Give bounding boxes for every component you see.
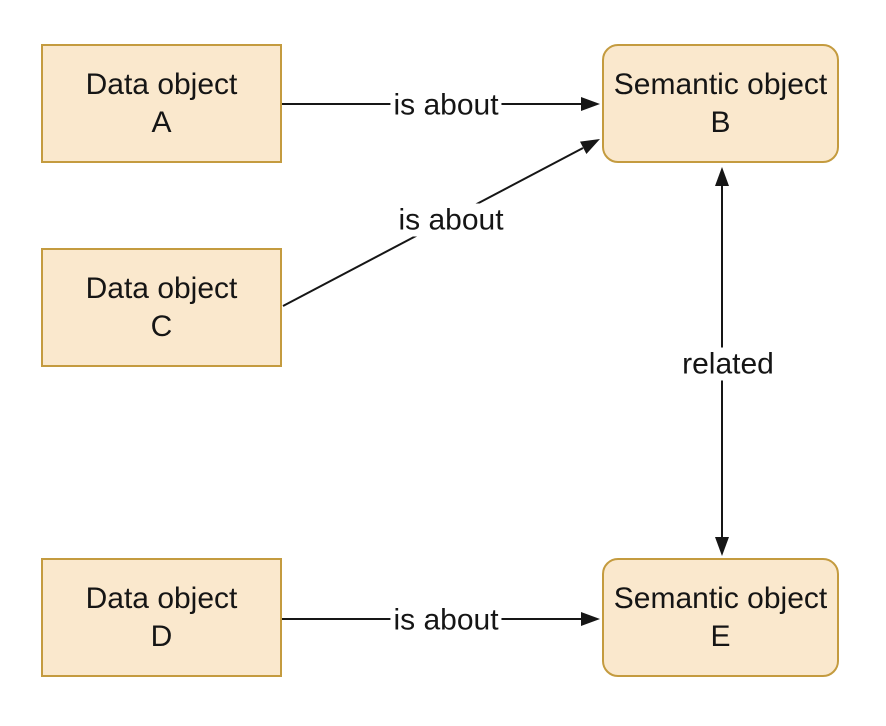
edge-label-d-to-e: is about	[390, 603, 502, 637]
node-label-line1: Data object	[85, 272, 238, 305]
node-data-object-c: Data object C	[41, 248, 282, 367]
node-label-line1: Data object	[85, 68, 238, 101]
edge-label-a-to-b: is about	[390, 88, 502, 122]
edge-label-c-to-b: is about	[395, 203, 507, 237]
arrowhead-icon	[581, 97, 600, 111]
arrowhead-icon	[581, 612, 600, 626]
node-label-line2: A	[151, 105, 172, 139]
node-semantic-object-e: Semantic object E	[602, 558, 839, 677]
node-label-line2: C	[150, 309, 173, 343]
arrowhead-icon	[715, 167, 729, 186]
node-label-line2: D	[150, 619, 173, 653]
arrowhead-icon	[580, 139, 600, 154]
node-label-line1: Semantic object	[613, 68, 828, 101]
edge-label-b-to-e: related	[679, 347, 777, 381]
node-label-line2: E	[710, 619, 731, 653]
node-label-line1: Semantic object	[613, 582, 828, 615]
node-semantic-object-b: Semantic object B	[602, 44, 839, 163]
node-label-line1: Data object	[85, 582, 238, 615]
node-data-object-a: Data object A	[41, 44, 282, 163]
node-data-object-d: Data object D	[41, 558, 282, 677]
node-label-line2: B	[710, 105, 731, 139]
arrowhead-icon	[715, 537, 729, 556]
